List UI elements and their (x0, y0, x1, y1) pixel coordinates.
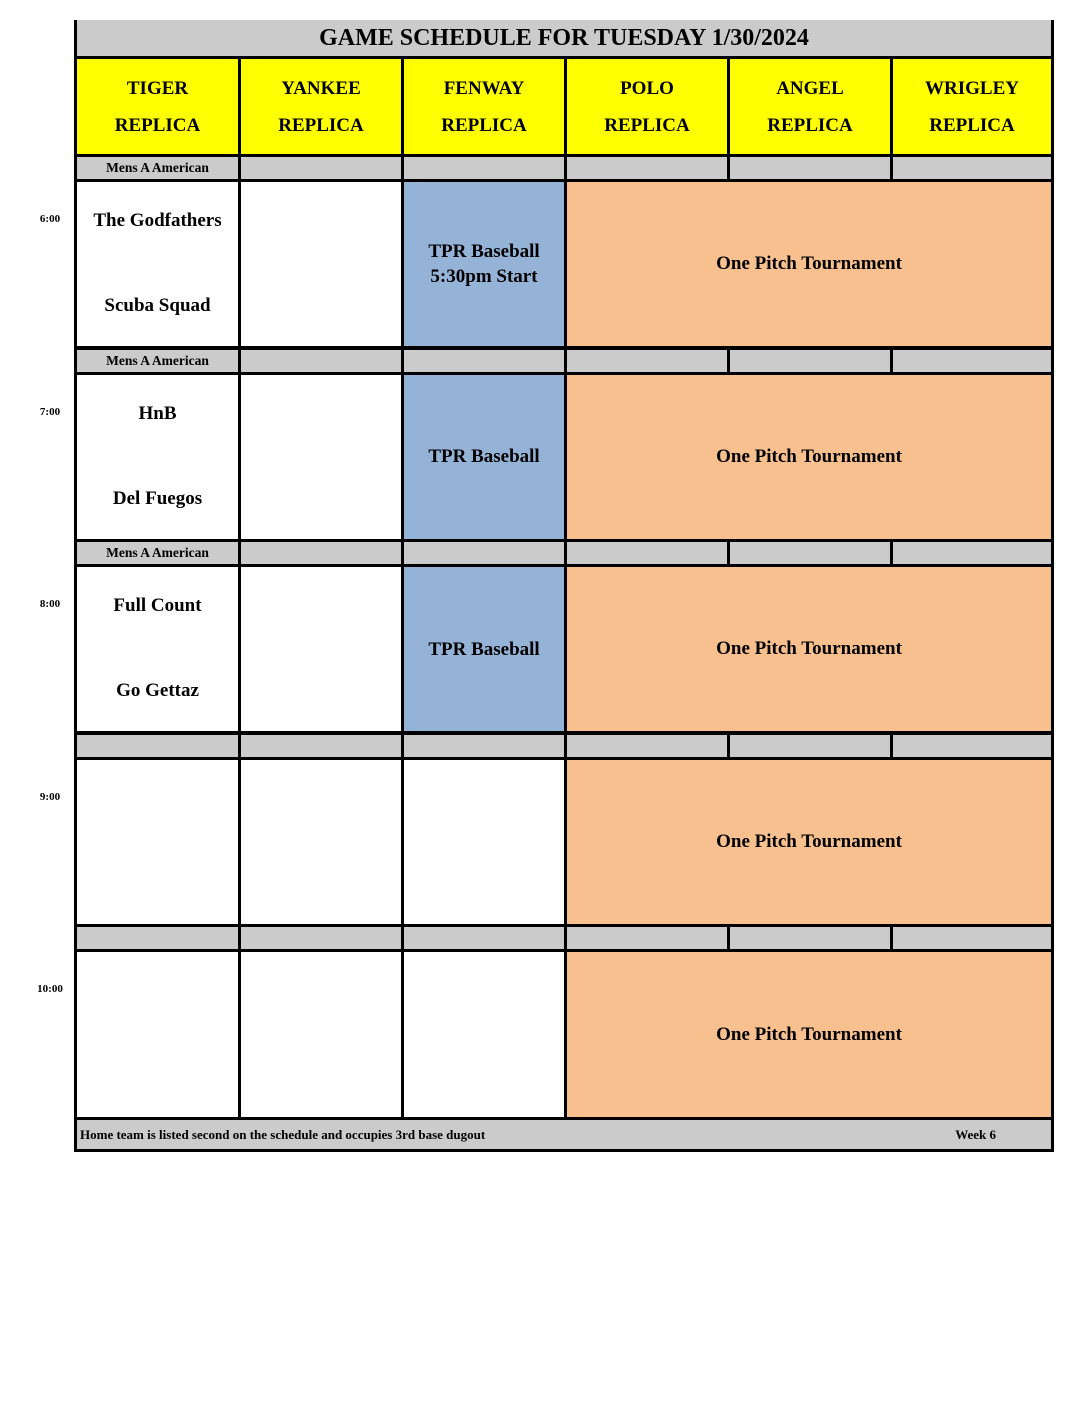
division-cell (567, 927, 727, 949)
field-sub: REPLICA (929, 114, 1015, 136)
team-name: Full Count (113, 595, 202, 616)
field-header: WRIGLEY REPLICA (893, 59, 1051, 154)
division-cell (404, 927, 564, 949)
division-cell (241, 157, 401, 179)
team-name: The Godfathers (93, 210, 222, 231)
division-cell (730, 734, 890, 757)
division-cell (241, 927, 401, 949)
page-title: GAME SCHEDULE FOR TUESDAY 1/30/2024 (77, 20, 1051, 56)
fenway-label: 5:30pm Start (430, 266, 538, 287)
footer-row: Home team is listed second on the schedu… (77, 1120, 1051, 1149)
game-cell-fenway: TPR Baseball 5:30pm Start (404, 182, 564, 346)
division-cell (730, 927, 890, 949)
tournament-cell: One Pitch Tournament (567, 952, 1051, 1117)
division-cell (404, 349, 564, 372)
field-header: FENWAY REPLICA (404, 59, 564, 154)
tournament-cell: One Pitch Tournament (567, 759, 1051, 924)
division-cell (241, 349, 401, 372)
time-label: 10:00 (37, 983, 63, 995)
time-label: 6:00 (39, 213, 61, 225)
team-name: HnB (138, 402, 177, 424)
game-cell-tiger (77, 759, 238, 924)
game-cell-yankee (241, 182, 401, 346)
game-cell-yankee (241, 952, 401, 1117)
field-header: ANGEL REPLICA (730, 59, 890, 154)
tournament-cell: One Pitch Tournament (567, 182, 1051, 346)
division-cell (730, 157, 890, 179)
game-cell-tiger (77, 952, 238, 1117)
field-name: YANKEE (281, 77, 361, 99)
field-name: TIGER (126, 77, 189, 99)
division-cell (567, 157, 727, 179)
game-cell-fenway: TPR Baseball (404, 374, 564, 539)
fenway-label: TPR Baseball (428, 241, 540, 262)
team-name: Scuba Squad (104, 295, 211, 316)
division-cell (893, 349, 1051, 372)
division-cell (893, 157, 1051, 179)
division-cell (77, 927, 238, 949)
division-cell: Mens A American (77, 157, 238, 179)
division-cell: Mens A American (77, 542, 238, 564)
game-cell-fenway (404, 952, 564, 1117)
field-name: POLO (620, 77, 674, 99)
division-label: Mens A American (106, 352, 209, 368)
division-cell (893, 734, 1051, 757)
fenway-label: TPR Baseball (428, 638, 540, 660)
time-label: 9:00 (39, 790, 61, 803)
division-cell (404, 542, 564, 564)
field-header: TIGER REPLICA (77, 59, 238, 154)
division-cell (567, 734, 727, 757)
field-name: ANGEL (776, 77, 844, 99)
footer-note: Home team is listed second on the schedu… (80, 1126, 486, 1142)
field-sub: REPLICA (278, 114, 364, 136)
division-cell (893, 542, 1051, 564)
field-name: WRIGLEY (925, 77, 1019, 99)
field-sub: REPLICA (441, 114, 527, 136)
field-header: POLO REPLICA (567, 59, 727, 154)
division-cell (893, 927, 1051, 949)
division-cell (241, 734, 401, 757)
tournament-cell: One Pitch Tournament (567, 567, 1051, 731)
time-label: 7:00 (39, 405, 61, 418)
field-sub: REPLICA (767, 114, 853, 136)
game-cell-yankee (241, 759, 401, 924)
division-cell (567, 349, 727, 372)
field-sub: REPLICA (604, 114, 690, 136)
division-label: Mens A American (106, 160, 209, 175)
division-cell (404, 157, 564, 179)
team-name: Del Fuegos (112, 487, 203, 509)
team-name: Go Gettaz (116, 680, 199, 701)
field-header: YANKEE REPLICA (241, 59, 401, 154)
time-label: 8:00 (39, 598, 61, 610)
game-cell-fenway (404, 759, 564, 924)
fenway-label: TPR Baseball (428, 446, 540, 467)
division-cell (730, 542, 890, 564)
division-cell (730, 349, 890, 372)
division-cell (567, 542, 727, 564)
field-name: FENWAY (443, 77, 525, 99)
field-sub: REPLICA (114, 114, 201, 136)
tournament-cell: One Pitch Tournament (567, 374, 1051, 539)
game-cell-tiger: HnB Del Fuegos (77, 374, 238, 539)
game-cell-yankee (241, 567, 401, 731)
division-cell (241, 542, 401, 564)
division-cell (77, 734, 238, 757)
game-cell-tiger: Full Count Go Gettaz (77, 567, 238, 731)
game-cell-yankee (241, 374, 401, 539)
division-cell (404, 734, 564, 757)
division-cell: Mens A American (77, 349, 238, 372)
week-label: Week 6 (955, 1126, 996, 1142)
game-cell-fenway: TPR Baseball (404, 567, 564, 731)
division-label: Mens A American (106, 545, 209, 560)
